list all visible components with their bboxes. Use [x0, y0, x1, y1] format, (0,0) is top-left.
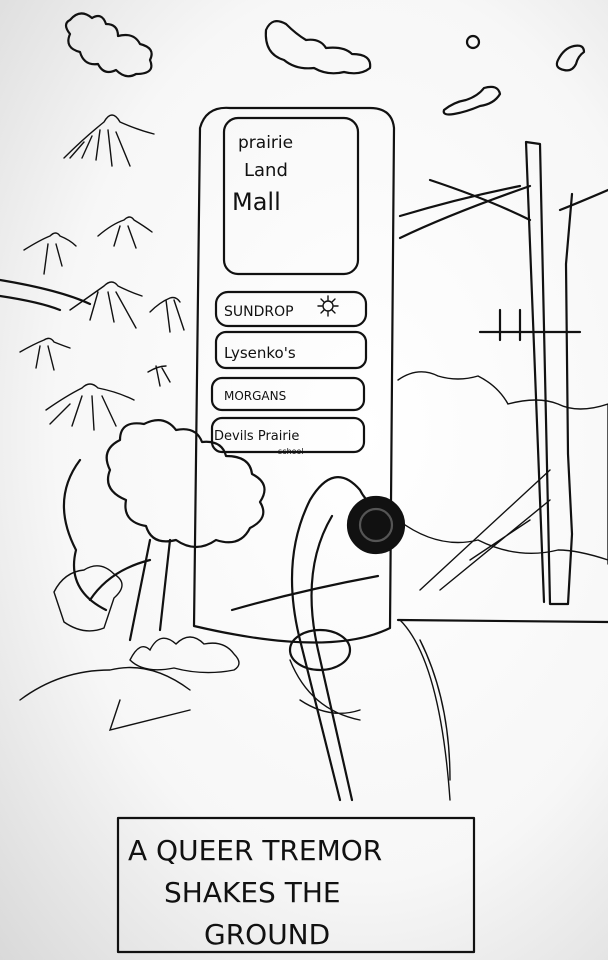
- sign-title-panel: [222, 116, 360, 276]
- sign-pole: [192, 106, 396, 644]
- birds: [19, 114, 185, 431]
- store-sundrop: SUNDROP: [224, 304, 294, 320]
- store-box-sundrop: [214, 290, 368, 328]
- sign-title-line3: Mall: [232, 188, 281, 216]
- caption-box: [116, 816, 476, 954]
- store-box-morgans: [210, 376, 366, 412]
- horizon: [396, 618, 608, 624]
- store-morgans: MORGANS: [224, 389, 286, 403]
- utility-pole: [0, 140, 608, 606]
- caption-line3: GROUND: [204, 918, 330, 951]
- store-devils-prairie: Devils Prairie: [214, 429, 299, 444]
- motion-lines: [419, 469, 551, 591]
- ground-shrubs: [19, 565, 451, 801]
- store-box-lysenkos: [214, 330, 368, 370]
- bent-signpost: [230, 476, 406, 802]
- treeline: [397, 371, 608, 565]
- store-lysenkos: Lysenko's: [224, 344, 296, 362]
- store-box-devils-prairie: [210, 416, 366, 454]
- caption-line1: A QUEER TREMOR: [128, 834, 382, 867]
- sign-title-line1: prairie: [238, 133, 293, 153]
- store-devils-prairie-sub: school: [278, 447, 304, 456]
- sign-title-line2: Land: [244, 160, 288, 181]
- clouds: [64, 12, 586, 116]
- sun-icon: [317, 295, 339, 317]
- caption-line2: SHAKES THE: [164, 876, 341, 909]
- tree: [62, 419, 266, 642]
